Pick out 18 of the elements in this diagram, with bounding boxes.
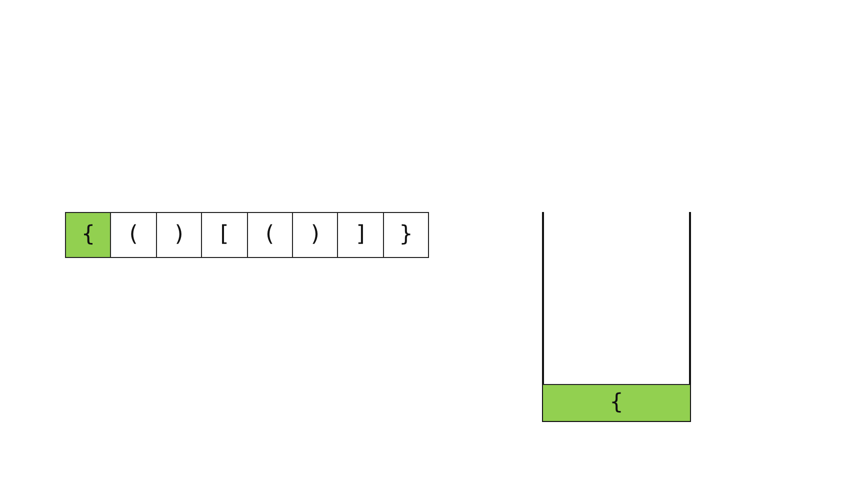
array-cell <box>110 212 157 258</box>
bracket-symbol: { <box>610 392 624 414</box>
bracket-symbol: ( <box>129 224 138 246</box>
array-cell <box>246 212 293 258</box>
bracket-symbol: ) <box>310 224 320 246</box>
bracket-symbol: ( <box>265 224 274 246</box>
bracket-symbol: [ <box>220 224 229 246</box>
array-cell <box>201 212 248 258</box>
bracket-symbol: ] <box>356 224 365 246</box>
bracket-symbol: } <box>398 224 413 246</box>
array-cell <box>382 212 430 258</box>
array-cell <box>337 212 384 258</box>
stack-item <box>543 384 690 421</box>
array-cell <box>65 212 112 258</box>
array-cell <box>156 212 202 258</box>
bracket-symbol: ) <box>174 224 184 246</box>
array-cell <box>292 212 338 258</box>
bracket-symbol: { <box>81 224 96 246</box>
